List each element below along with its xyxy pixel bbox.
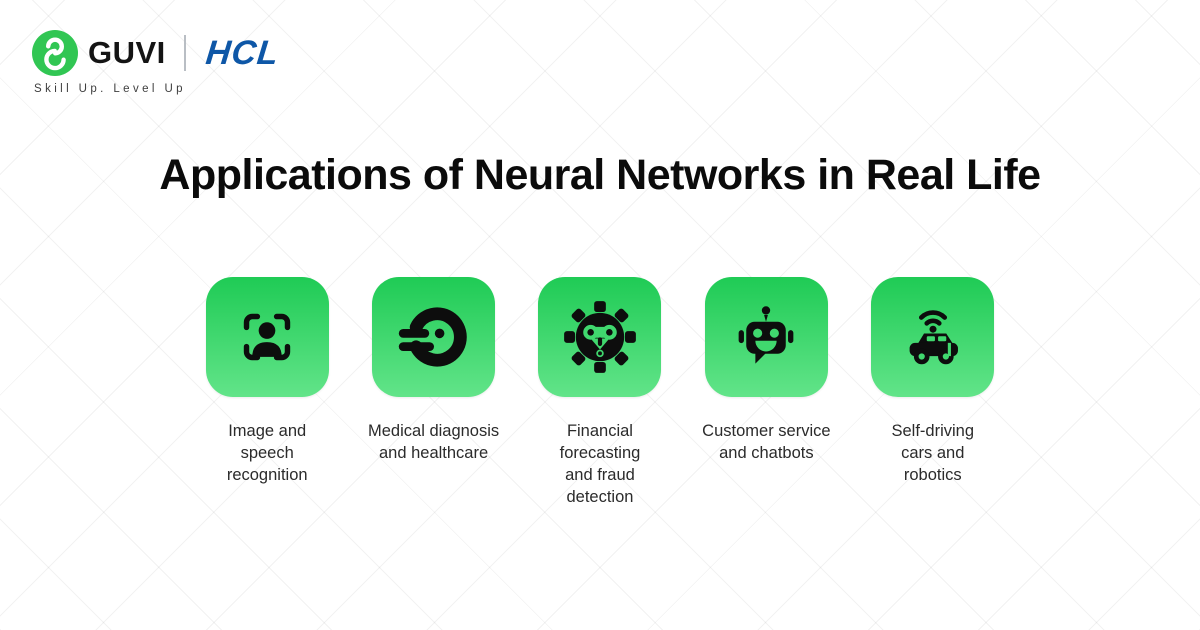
tile-label: Financial forecasting and fraud detectio… [559,422,641,506]
brand-divider [183,35,186,71]
tile-label: Self-driving cars and robotics [891,422,975,484]
brand-tagline: Skill Up. Level Up [34,83,186,95]
tile-card [538,277,662,397]
face-scan-icon [243,313,291,361]
self-driving-car-icon [909,310,958,365]
hcl-wordmark: HCL [203,33,281,72]
tile-customer-service: Customer service and chatbots [683,277,849,508]
tile-financial-fraud: Financial forecasting and fraud detectio… [517,277,683,508]
page-title: Applications of Neural Networks in Real … [159,151,1041,199]
chatbot-icon [738,306,794,364]
tile-card [871,277,995,397]
tile-label: Image and speech recognition [226,422,308,484]
tile-label: Customer service and chatbots [702,422,831,462]
fraud-gear-icon [564,301,636,373]
brand-header: GUVI HCL Skill Up. Level Up [32,30,281,95]
tile-self-driving: Self-driving cars and robotics [850,277,1016,508]
brand-row: GUVI HCL [32,30,281,76]
tiles-row: Image and speech recognition Medical dia… [184,277,1016,508]
guvi-logo-icon [32,30,78,76]
tile-label: Medical diagnosis and healthcare [368,422,500,462]
tile-image-speech-recognition: Image and speech recognition [184,277,350,508]
tile-medical-diagnosis: Medical diagnosis and healthcare [350,277,516,508]
guvi-wordmark: GUVI [88,35,166,70]
tile-card [372,277,496,397]
tile-card [704,277,828,397]
tile-card [205,277,329,397]
medical-scan-icon [398,307,467,367]
